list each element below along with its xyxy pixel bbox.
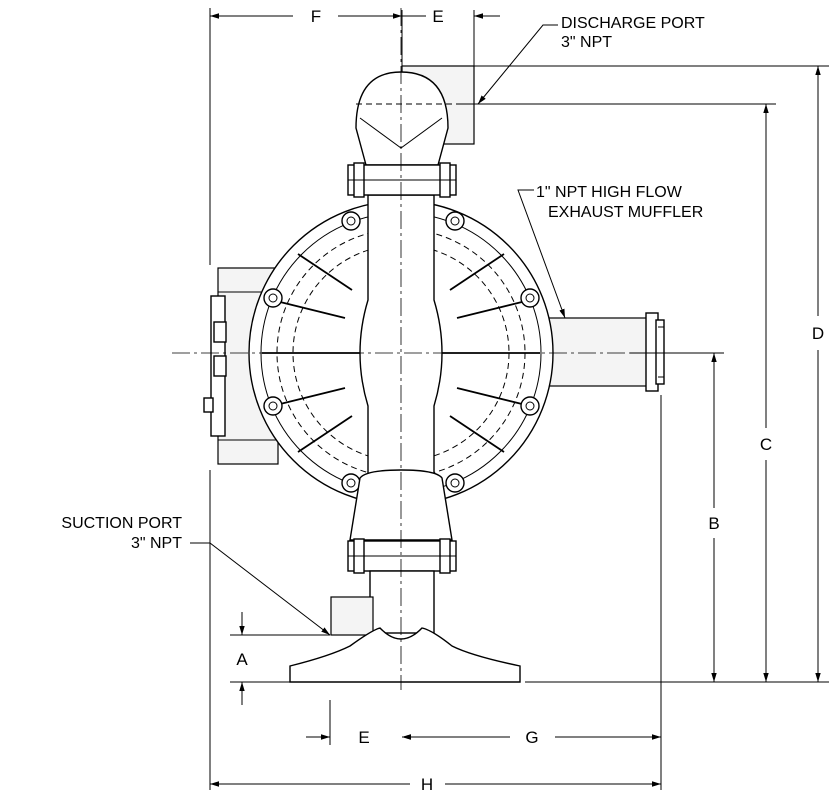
dim-b-label: B	[708, 514, 719, 533]
pump-outline	[172, 8, 690, 690]
suction-port-label: SUCTION PORT	[61, 515, 182, 532]
suction-port-size: 3" NPT	[131, 535, 182, 552]
pump-base	[289, 627, 521, 683]
dim-c-label: C	[760, 435, 772, 454]
discharge-port-label: DISCHARGE PORT	[561, 15, 705, 32]
dim-g-label: G	[525, 728, 538, 747]
discharge-elbow	[347, 65, 475, 198]
exhaust-muffler-label: 1" NPT HIGH FLOW	[536, 184, 683, 201]
dim-h-label: H	[421, 775, 433, 794]
callout-leaders	[190, 24, 566, 636]
chamber-bolts	[263, 211, 540, 493]
extension-lines	[209, 8, 829, 790]
dim-e-bottom-label: E	[358, 728, 369, 747]
dim-a-label: A	[236, 650, 248, 669]
dim-e-top-label: E	[432, 7, 443, 26]
dim-f-label: F	[311, 7, 321, 26]
dim-d-label: D	[812, 324, 824, 343]
discharge-port-size: 3" NPT	[561, 34, 612, 51]
dimension-lines	[210, 13, 821, 787]
exhaust-muffler-label-2: EXHAUST MUFFLER	[548, 204, 703, 221]
exhaust-muffler	[547, 312, 665, 392]
